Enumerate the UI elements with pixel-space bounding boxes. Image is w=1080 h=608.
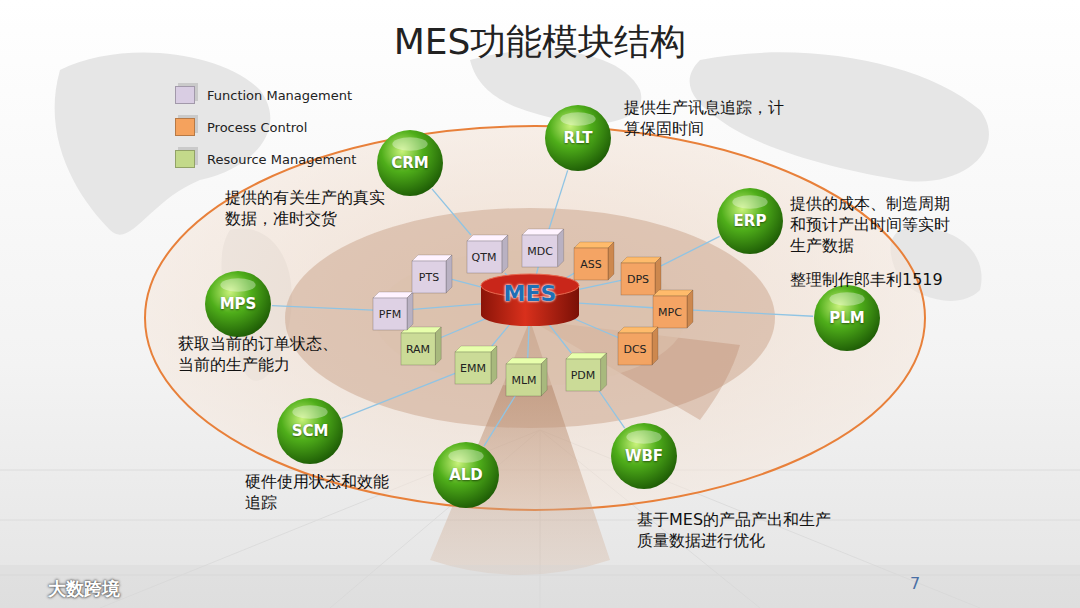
legend-text: Resource Management xyxy=(207,152,356,167)
annotation-text: 整理制作郎丰利1519 xyxy=(790,270,970,291)
mes-label: MES xyxy=(504,281,557,306)
sphere-label: SCM xyxy=(292,422,329,440)
module-cube: QTM xyxy=(467,235,508,273)
connector-line xyxy=(599,391,625,428)
cube-label: MLM xyxy=(511,374,536,387)
connector-line xyxy=(484,396,515,446)
legend-swatch xyxy=(175,150,195,168)
connector-line xyxy=(568,316,618,337)
legend-swatch xyxy=(175,118,195,136)
cube-label: MDC xyxy=(527,245,553,258)
cube-label: EMM xyxy=(460,362,486,375)
cube-label: ASS xyxy=(580,258,602,271)
module-cube: DPS xyxy=(621,257,661,295)
connector-line xyxy=(413,304,482,310)
legend-row: Process Control xyxy=(175,118,307,136)
sphere-label: PLM xyxy=(829,309,864,327)
cube-label: RAM xyxy=(406,343,430,356)
connector-line xyxy=(549,170,568,229)
connector-line xyxy=(441,316,492,337)
annotation-text: 提供生产讯息追踪，计算保固时间 xyxy=(624,98,794,140)
module-cube: PTS xyxy=(412,255,452,293)
annotation-text: 提供的有关生产的真实数据，准时交货 xyxy=(225,188,385,230)
diagram-title: MES功能模块结构 xyxy=(0,18,1080,67)
system-sphere: ALD xyxy=(432,441,500,509)
connector-line xyxy=(549,324,572,353)
annotation-text: 提供的成本、制造周期和预计产出时间等实时生产数据 xyxy=(790,194,958,256)
system-sphere: RLT xyxy=(544,104,612,172)
legend-row: Function Management xyxy=(175,86,352,104)
module-cube: MLM xyxy=(506,358,547,396)
system-sphere: SCM xyxy=(276,397,344,465)
sphere-label: RLT xyxy=(564,129,593,147)
connector-line xyxy=(528,326,529,358)
module-cube: PFM xyxy=(373,292,413,330)
annotation-text: 基于MES的产品产出和生产质量数据进行优化 xyxy=(637,510,837,552)
cube-label: PFM xyxy=(379,308,401,321)
module-cube: MDC xyxy=(522,229,564,267)
connector-line xyxy=(492,324,510,346)
annotation-text: 硬件使用状态和效能追踪 xyxy=(245,472,395,514)
system-sphere: CRM xyxy=(376,129,444,197)
connector-line xyxy=(693,310,813,316)
system-sphere: PLM xyxy=(813,284,881,352)
sphere-label: MPS xyxy=(220,295,257,313)
module-cube: MPC xyxy=(653,290,693,328)
module-cube: PDM xyxy=(566,353,607,391)
system-sphere: WBF xyxy=(610,422,678,490)
connector-line xyxy=(342,373,455,418)
sphere-label: WBF xyxy=(625,447,663,465)
connector-line xyxy=(575,280,621,290)
cube-label: QTM xyxy=(472,251,497,264)
connector-line xyxy=(661,236,720,266)
connector-line xyxy=(579,303,653,308)
legend-text: Function Management xyxy=(207,88,352,103)
sphere-label: CRM xyxy=(391,154,429,172)
legend-swatch xyxy=(175,86,195,104)
system-sphere: MPS xyxy=(204,270,272,338)
watermark: 大数跨境 xyxy=(48,577,138,600)
connector-line xyxy=(432,189,471,235)
cube-label: DPS xyxy=(627,273,649,286)
module-cube: RAM xyxy=(401,327,441,365)
module-cube: DCS xyxy=(618,327,658,365)
legend-row: Resource Management xyxy=(175,150,356,168)
cube-label: DCS xyxy=(623,343,646,356)
module-cube: EMM xyxy=(455,346,497,384)
cube-label: MPC xyxy=(658,306,682,319)
connector-line xyxy=(536,267,538,274)
mes-cylinder: MES xyxy=(481,274,579,326)
connector-line xyxy=(272,306,373,311)
page-number: 7 xyxy=(910,574,930,595)
module-cube: ASS xyxy=(574,242,614,280)
sphere-label: ALD xyxy=(449,466,483,484)
annotation-text: 获取当前的订单状态、当前的生产能力 xyxy=(178,334,350,376)
legend-text: Process Control xyxy=(207,120,307,135)
sphere-label: ERP xyxy=(734,212,767,230)
cube-label: PDM xyxy=(571,369,596,382)
system-sphere: ERP xyxy=(716,187,784,255)
cube-label: PTS xyxy=(419,271,439,284)
